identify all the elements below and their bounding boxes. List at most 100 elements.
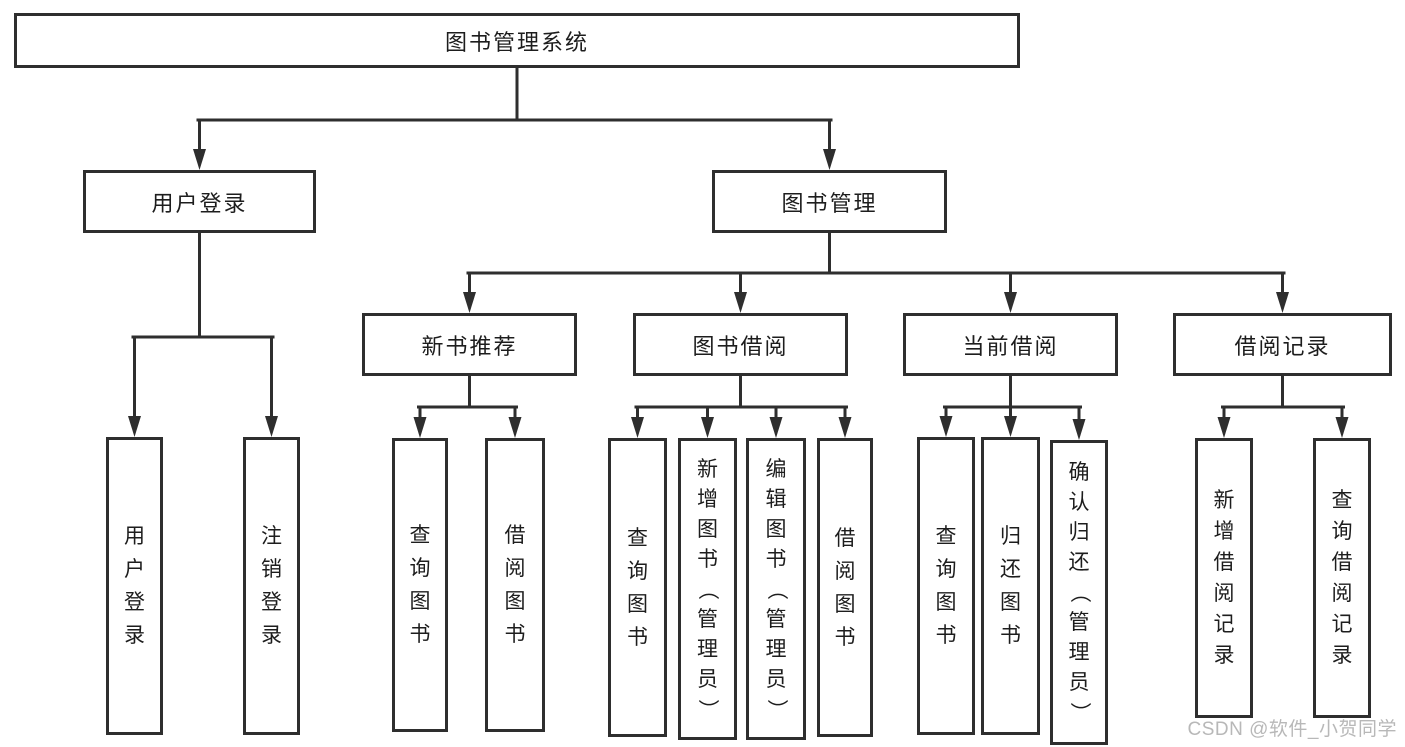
- label-char: 图: [697, 517, 718, 541]
- node-label: 借阅记录: [1234, 333, 1331, 359]
- label-char: 图: [627, 592, 648, 616]
- node-label: 确认归还（管理员）: [1067, 443, 1091, 742]
- arrowhead-down-icon: [463, 292, 476, 313]
- label-char: 图: [935, 591, 957, 614]
- node-new-book-rec: 新书推荐: [362, 313, 577, 376]
- label-char: 管: [1068, 611, 1090, 634]
- label-char: 管: [697, 607, 718, 631]
- label-char: 书: [697, 547, 718, 571]
- label-char: （: [1067, 582, 1091, 603]
- node-leaf-cb-confirm: 确认归还（管理员）: [1050, 440, 1108, 745]
- label-char: 图: [765, 517, 787, 541]
- node-book-borrow: 图书借阅: [633, 313, 848, 376]
- label-char: 增: [697, 487, 718, 511]
- label-char: 图: [409, 590, 431, 613]
- label-char: 录: [1213, 644, 1235, 667]
- node-leaf-nb-borrow: 借阅图书: [485, 438, 545, 732]
- label-char: 归: [1068, 521, 1090, 544]
- label-char: 注: [261, 525, 282, 548]
- label-char: 用: [124, 525, 145, 548]
- node-current-borrow: 当前借阅: [903, 313, 1118, 376]
- node-leaf-user-login: 用户登录: [106, 437, 163, 735]
- label-char: 登: [124, 591, 145, 614]
- label-char: 阅: [504, 557, 526, 580]
- label-char: 询: [409, 557, 431, 580]
- label-char: 认: [1068, 491, 1090, 514]
- label-char: 编: [765, 457, 787, 481]
- label-char: （: [696, 578, 719, 600]
- label-char: 员: [1068, 671, 1090, 694]
- label-char: 确: [1068, 461, 1090, 484]
- label-char: 书: [409, 623, 431, 646]
- label-char: 借: [1213, 551, 1235, 574]
- arrowhead-down-icon: [631, 417, 644, 438]
- node-user-login: 用户登录: [83, 170, 316, 233]
- arrowhead-down-icon: [939, 416, 953, 437]
- label-char: 记: [1331, 613, 1353, 636]
- node-label: 借阅图书: [835, 441, 856, 734]
- label-char: 书: [935, 624, 957, 647]
- node-leaf-br-add: 新增借阅记录: [1195, 438, 1253, 718]
- label-char: 归: [1000, 525, 1021, 548]
- label-char: 理: [697, 637, 718, 661]
- node-label: 新增借阅记录: [1214, 441, 1235, 715]
- label-char: 查: [1331, 489, 1353, 512]
- label-char: 管: [765, 607, 787, 631]
- node-leaf-cb-return: 归还图书: [981, 437, 1040, 735]
- node-label: 图书管理: [781, 190, 878, 216]
- label-char: 员: [765, 667, 787, 691]
- label-char: 户: [124, 558, 145, 581]
- label-char: 录: [124, 624, 145, 647]
- node-label: 查询图书: [410, 441, 431, 729]
- label-char: ）: [764, 698, 788, 720]
- label-char: 记: [1213, 613, 1235, 636]
- label-char: 录: [261, 624, 282, 647]
- label-char: 图: [504, 590, 526, 613]
- label-char: 阅: [1331, 582, 1353, 605]
- label-char: 询: [935, 558, 957, 581]
- label-char: 询: [1331, 520, 1353, 543]
- label-char: 新: [1213, 489, 1235, 512]
- arrowhead-down-icon: [128, 416, 141, 437]
- label-char: 阅: [1213, 582, 1235, 605]
- node-book-mgmt: 图书管理: [712, 170, 947, 233]
- node-leaf-bb-edit: 编辑图书（管理员）: [746, 438, 806, 740]
- node-leaf-nb-query: 查询图书: [392, 438, 448, 732]
- csdn-watermark: CSDN @软件_小贺同学: [1187, 719, 1397, 740]
- label-char: 借: [1331, 551, 1353, 574]
- node-label: 用户登录: [124, 440, 145, 732]
- arrowhead-down-icon: [1004, 292, 1017, 313]
- label-char: 增: [1213, 520, 1235, 543]
- node-label: 图书管理系统: [444, 29, 589, 55]
- label-char: 查: [935, 525, 957, 548]
- node-label: 用户登录: [151, 190, 248, 216]
- label-char: 阅: [834, 559, 856, 583]
- arrowhead-down-icon: [734, 292, 747, 313]
- arrowhead-down-icon: [769, 417, 783, 438]
- node-label: 归还图书: [1000, 440, 1021, 732]
- label-char: 借: [834, 526, 856, 550]
- node-leaf-bb-add: 新增图书（管理员）: [678, 438, 737, 740]
- label-char: 新: [697, 457, 718, 481]
- arrowhead-down-icon: [265, 416, 278, 437]
- arrowhead-down-icon: [1004, 416, 1017, 437]
- node-borrow-records: 借阅记录: [1173, 313, 1392, 376]
- node-leaf-bb-borrow: 借阅图书: [817, 438, 873, 737]
- node-label: 注销登录: [261, 440, 282, 732]
- label-char: 书: [765, 547, 787, 571]
- label-char: 录: [1331, 644, 1353, 667]
- label-char: 书: [834, 625, 856, 649]
- label-char: 员: [697, 667, 718, 691]
- label-char: 图: [834, 592, 856, 616]
- label-char: 询: [627, 559, 648, 583]
- node-label: 查询图书: [936, 440, 957, 732]
- arrowhead-down-icon: [413, 417, 427, 438]
- node-root: 图书管理系统: [14, 13, 1020, 68]
- arrowhead-down-icon: [838, 417, 852, 438]
- label-char: ）: [1067, 702, 1091, 723]
- label-char: 理: [765, 637, 787, 661]
- arrowhead-down-icon: [508, 417, 522, 438]
- label-char: 还: [1068, 551, 1090, 574]
- node-leaf-cb-query: 查询图书: [917, 437, 975, 735]
- label-char: 书: [627, 625, 648, 649]
